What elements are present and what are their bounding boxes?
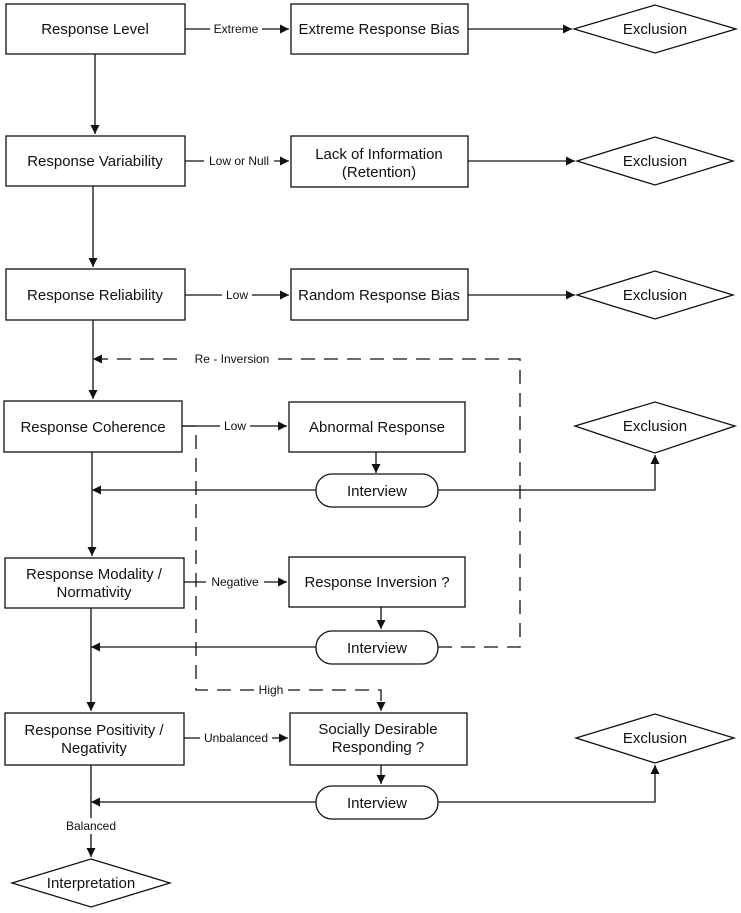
node-interpretation: Interpretation [9, 858, 173, 908]
node-random-response-bias: Random Response Bias [290, 268, 469, 321]
node-response-reliability: Response Reliability [5, 268, 186, 321]
svg-text:Lack of Information: Lack of Information [315, 146, 443, 163]
node-interview-1: Interview [315, 473, 439, 508]
node-extreme-response-bias: Extreme Response Bias [290, 3, 469, 55]
node-exclusion-3: Exclusion [574, 270, 736, 320]
node-exclusion-5: Exclusion [573, 713, 737, 764]
node-exclusion-4: Exclusion [572, 401, 738, 454]
dashed-arrow-high [182, 425, 386, 711]
svg-text:Response Modality /: Response Modality / [26, 566, 163, 583]
svg-text:Response Coherence: Response Coherence [20, 419, 165, 436]
svg-text:Interpretation: Interpretation [47, 875, 135, 892]
node-lack-of-information: Lack of Information (Retention) [290, 135, 469, 188]
svg-text:Response Reliability: Response Reliability [27, 287, 163, 304]
node-abnormal-response: Abnormal Response [288, 401, 466, 453]
svg-text:Exclusion: Exclusion [623, 287, 687, 304]
svg-text:Socially Desirable: Socially Desirable [318, 721, 437, 738]
node-response-coherence: Response Coherence [3, 400, 183, 453]
node-exclusion-1: Exclusion [571, 4, 739, 54]
svg-text:Interview: Interview [347, 640, 407, 657]
edge-label-negative: Negative [211, 575, 259, 589]
svg-text:Normativity: Normativity [56, 584, 132, 601]
svg-text:Exclusion: Exclusion [623, 21, 687, 38]
node-response-inversion: Response Inversion ? [288, 556, 466, 608]
svg-text:Exclusion: Exclusion [623, 153, 687, 170]
edge-label-high: High [259, 683, 284, 697]
svg-text:Response Level: Response Level [41, 21, 149, 38]
svg-text:Interview: Interview [347, 483, 407, 500]
node-response-level: Response Level [5, 3, 186, 55]
svg-text:Response Variability: Response Variability [27, 153, 163, 170]
edge-label-low-coherence: Low [224, 419, 246, 433]
node-socially-desirable-responding: Socially Desirable Responding ? [289, 712, 468, 766]
svg-text:Response Inversion ?: Response Inversion ? [304, 574, 449, 591]
edge-label-balanced: Balanced [66, 819, 116, 833]
svg-text:Exclusion: Exclusion [623, 730, 687, 747]
edge-label-re-inversion: Re - Inversion [195, 352, 270, 366]
svg-text:Responding ?: Responding ? [332, 739, 425, 756]
svg-text:Negativity: Negativity [61, 740, 127, 757]
edge-labels: Extreme Low or Null Low Low Negative Unb… [60, 21, 288, 834]
svg-text:Response Positivity /: Response Positivity / [24, 722, 164, 739]
edge-label-extreme: Extreme [214, 22, 259, 36]
svg-text:Random Response Bias: Random Response Bias [298, 287, 460, 304]
node-interview-2: Interview [315, 630, 439, 665]
edge-label-low-reliability: Low [226, 288, 248, 302]
svg-text:Interview: Interview [347, 795, 407, 812]
svg-text:Abnormal Response: Abnormal Response [309, 419, 445, 436]
svg-text:Exclusion: Exclusion [623, 418, 687, 435]
svg-text:Extreme Response Bias: Extreme Response Bias [299, 21, 460, 38]
svg-text:(Retention): (Retention) [342, 164, 416, 181]
node-interview-3: Interview [315, 785, 439, 820]
node-exclusion-2: Exclusion [574, 136, 736, 186]
node-response-variability: Response Variability [5, 135, 186, 187]
arrow-interview1-to-exclusion [438, 455, 660, 491]
edge-label-low-or-null: Low or Null [209, 154, 269, 168]
edge-label-unbalanced: Unbalanced [204, 731, 268, 745]
arrow-interview3-to-exclusion [438, 765, 660, 803]
node-response-positivity: Response Positivity / Negativity [4, 712, 185, 766]
node-response-modality: Response Modality / Normativity [4, 557, 185, 609]
dashed-arrow-re-inversion [93, 354, 521, 648]
